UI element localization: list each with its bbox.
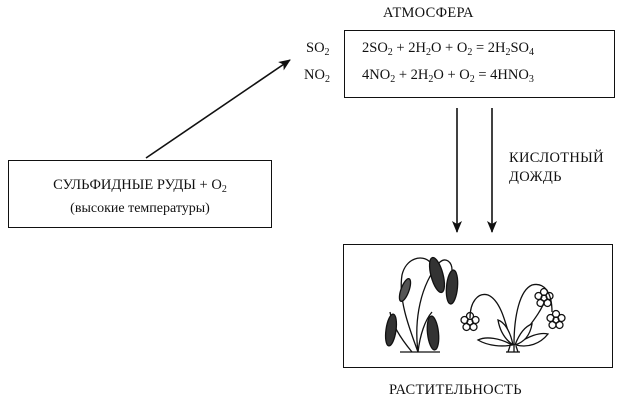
wilted-grain-plant-icon xyxy=(384,256,459,353)
subscript: 2 xyxy=(467,47,473,58)
source-line-1: СУЛЬФИДНЫЕ РУДЫ + O2 xyxy=(53,177,227,195)
atmosphere-label: АТМОСФЕРА xyxy=(383,5,474,21)
reaction-no2: 4NO2 + 2H2O + O2 = 4HNO3 xyxy=(362,67,534,85)
subscript: 3 xyxy=(528,74,534,85)
formula-part: 2SO xyxy=(362,40,388,56)
subscript: 4 xyxy=(529,47,535,58)
subscript: 2 xyxy=(390,74,396,85)
wilted-flower-plant-icon xyxy=(460,283,566,353)
subscript: 2 xyxy=(387,47,393,58)
formula-part: + 2H xyxy=(392,40,426,56)
gas-label-no2: NO2 xyxy=(304,67,330,85)
vegetation-box xyxy=(343,244,613,368)
formula-part: = 2H xyxy=(472,40,506,56)
formula-part: SO xyxy=(510,40,530,56)
formula-part: O + O xyxy=(433,67,470,83)
subscript: 2 xyxy=(469,74,475,85)
formula-part: + 2H xyxy=(395,67,429,83)
formula-part: = 4HNO xyxy=(474,67,529,83)
acid-rain-label-1: КИСЛОТНЫЙ xyxy=(509,150,604,166)
vegetation-label: РАСТИТЕЛЬНОСТЬ xyxy=(389,382,522,398)
source-line-2: (высокие температуры) xyxy=(70,201,210,216)
subscript: 2 xyxy=(505,47,511,58)
gas-label-so2: SO2 xyxy=(306,40,330,58)
subscript: 2 xyxy=(425,47,431,58)
reaction-so2: 2SO2 + 2H2O + O2 = 2H2SO4 xyxy=(362,40,535,58)
atmosphere-reactions-box: 2SO2 + 2H2O + O2 = 2H2SO4 4NO2 + 2H2O + … xyxy=(344,30,615,98)
source-box: СУЛЬФИДНЫЕ РУДЫ + O2 (высокие температур… xyxy=(8,160,272,228)
formula-part: 4NO xyxy=(362,67,391,83)
formula-part: O + O xyxy=(430,40,468,56)
acid-rain-label-2: ДОЖДЬ xyxy=(509,169,562,185)
subscript: 2 xyxy=(428,74,434,85)
emission-arrow xyxy=(145,59,291,159)
